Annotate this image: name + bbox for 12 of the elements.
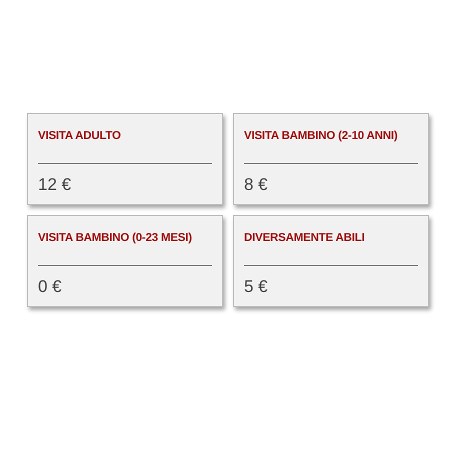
price-card (233, 113, 429, 205)
ticket-type-heading: VISITA ADULTO (38, 129, 121, 144)
price-text: 0 € (38, 276, 62, 298)
price-text: 8 € (244, 174, 268, 196)
price-text: 12 € (38, 174, 72, 196)
price-card (233, 215, 429, 307)
price-card (27, 113, 223, 205)
ticket-type-heading: DIVERSAMENTE ABILI (244, 231, 365, 246)
price-text: 5 € (244, 276, 268, 298)
ticket-type-heading: VISITA BAMBINO (2-10 ANNI) (244, 129, 398, 144)
ticket-type-heading: VISITA BAMBINO (0-23 MESI) (38, 231, 192, 246)
price-card (27, 215, 223, 307)
